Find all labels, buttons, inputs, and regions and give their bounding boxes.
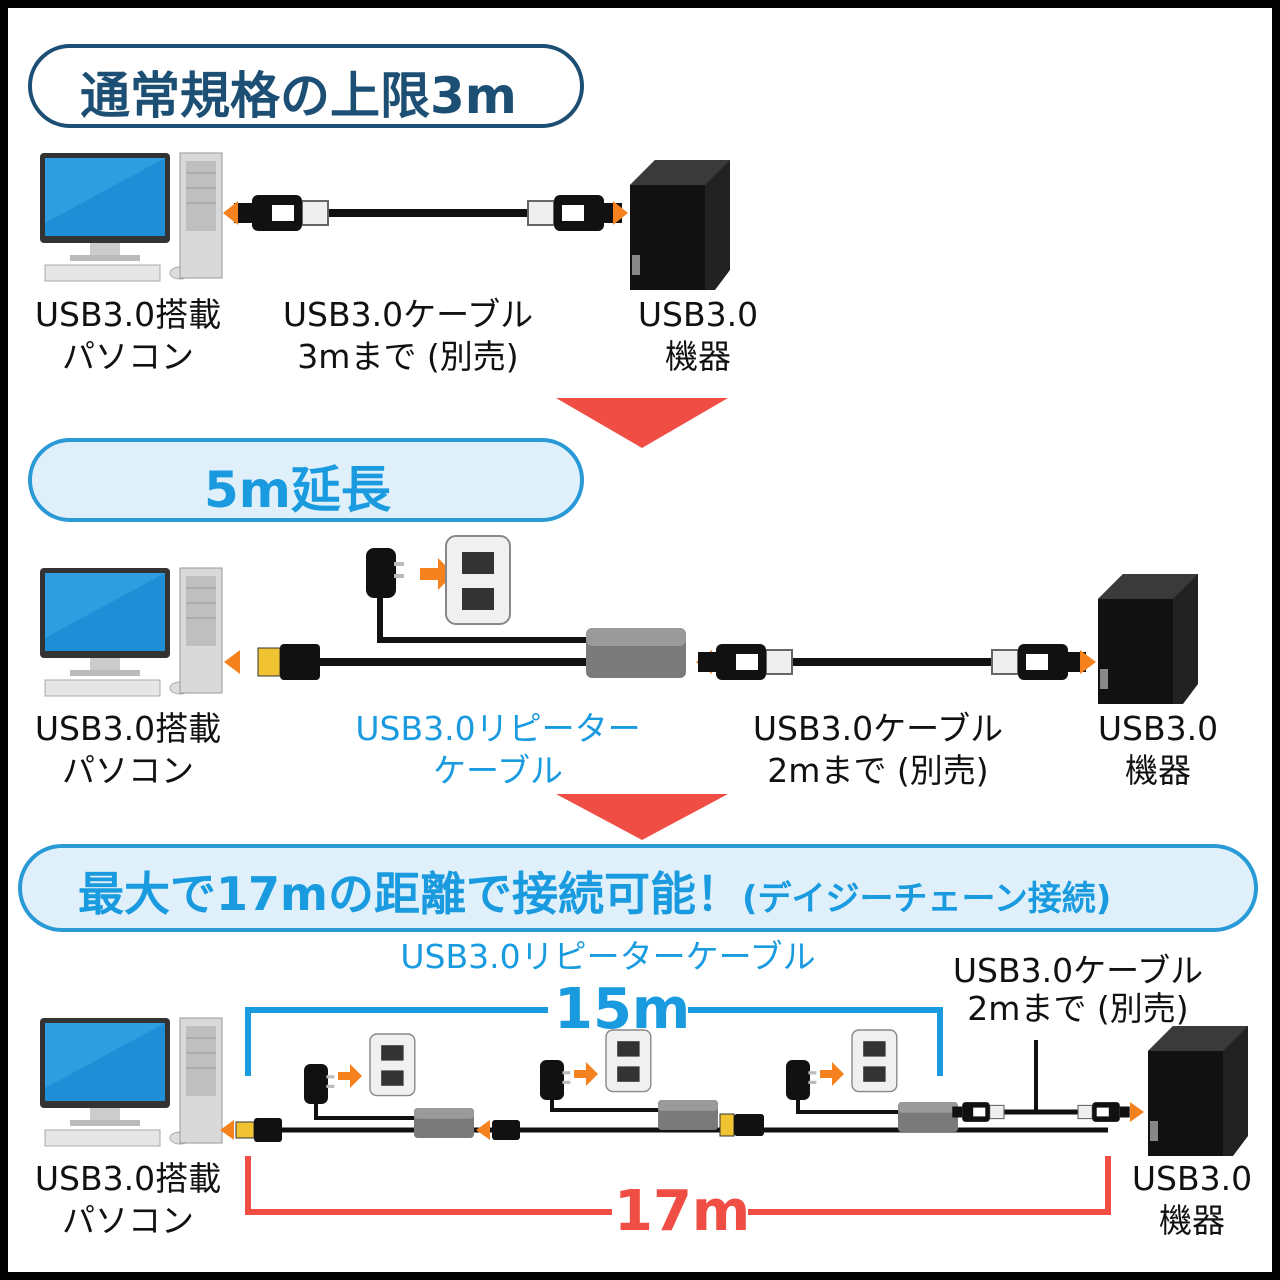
section1-title: 通常規格の上限3m <box>80 67 517 125</box>
usb-plug-icon <box>235 1121 255 1139</box>
section3-title-pill <box>18 844 1258 932</box>
ac-adapter-icon <box>304 1064 335 1104</box>
total-length-bracket <box>245 1156 612 1215</box>
usb-plug-icon <box>233 194 329 232</box>
section3-title-sub: (デイジーチェーン接続) <box>741 879 1112 919</box>
arrow-right-icon <box>1080 650 1096 674</box>
arrow-right-icon <box>338 1064 362 1088</box>
ac-adapter-icon <box>540 1060 571 1100</box>
repeater-icon <box>414 1108 474 1138</box>
repeater-length-bracket <box>688 1007 943 1076</box>
arrow-left-icon <box>224 650 240 674</box>
section1-pc-label: USB3.0搭載パソコン <box>34 295 222 376</box>
usb-plug-icon <box>527 194 623 232</box>
outlet-icon <box>369 1033 416 1097</box>
section3-pc-label: USB3.0搭載パソコン <box>34 1159 222 1240</box>
usb-plug-icon <box>719 1113 735 1137</box>
down-arrow-icon <box>556 398 728 448</box>
outlet-icon <box>851 1029 898 1093</box>
arrow-left-icon <box>476 1120 490 1140</box>
pc-icon <box>39 152 223 282</box>
arrow-right-icon <box>613 201 628 225</box>
usb-plug-icon <box>697 643 793 681</box>
repeater-length-bracket <box>245 1007 548 1076</box>
ac-adapter-icon <box>786 1060 817 1100</box>
usb-plug-icon <box>951 1101 1005 1123</box>
usb-plug-icon <box>257 647 281 677</box>
arrow-left-icon <box>220 1120 234 1140</box>
diagram-canvas: 通常規格の上限3m 5m延長 最大で17mの距離で接続可能！(デイジーチェーン接… <box>8 8 1272 1272</box>
pc-icon <box>39 567 223 697</box>
arrow-right-icon <box>820 1062 844 1086</box>
section3-title-main: 最大で17mの距離で接続可能！ <box>78 867 742 921</box>
hdd-icon <box>630 160 730 290</box>
arrow-left-icon <box>223 201 238 225</box>
section2-title-pill <box>28 438 584 522</box>
section3-repeater-length: 15m <box>554 977 691 1042</box>
arrow-right-icon <box>574 1062 598 1086</box>
repeater-icon <box>586 628 686 678</box>
down-arrow-icon <box>556 794 728 840</box>
arrow-right-icon <box>1130 1102 1144 1122</box>
total-length-bracket <box>748 1156 1111 1215</box>
section3-title: 最大で17mの距離で接続可能！(デイジーチェーン接続) <box>78 858 1111 924</box>
repeater-icon <box>898 1102 958 1132</box>
repeater-icon <box>658 1100 718 1130</box>
section3-total-length: 17m <box>614 1179 751 1244</box>
usb-plug-icon <box>991 643 1087 681</box>
outlet-icon <box>445 535 511 625</box>
ac-adapter-icon <box>366 548 404 598</box>
pc-icon <box>39 1017 223 1147</box>
section2-repeater-label: USB3.0リピーターケーブル <box>355 709 641 790</box>
hdd-icon <box>1098 574 1198 704</box>
hdd-icon <box>1148 1026 1248 1156</box>
section3-repeater-label: USB3.0リピーターケーブル <box>400 937 816 976</box>
section2-title: 5m延長 <box>204 461 391 519</box>
usb-plug-icon <box>1077 1101 1131 1123</box>
section2-pc-label: USB3.0搭載パソコン <box>34 709 222 790</box>
diagram-graphics <box>39 152 1248 1215</box>
section1-title-pill <box>28 44 584 128</box>
